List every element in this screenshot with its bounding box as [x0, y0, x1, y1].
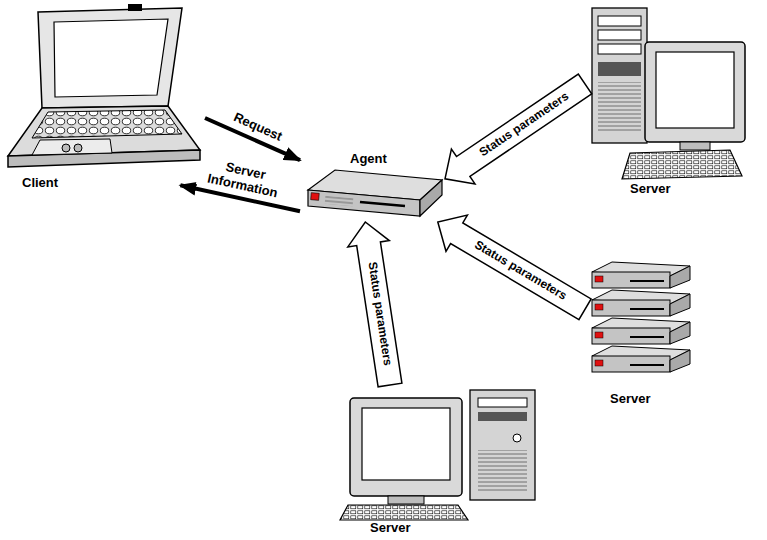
device-label: Agent [350, 152, 387, 167]
laptop-illustration [8, 4, 200, 167]
block-arrow [445, 74, 592, 184]
device-node: Client [0, 0, 205, 195]
device-label: Server [630, 182, 670, 197]
device-node: Agent [300, 150, 445, 222]
edge-label: Status parameters [475, 89, 573, 161]
agent-device [308, 170, 442, 216]
desktop-server-illustration [592, 8, 745, 179]
device-node: Server [585, 255, 695, 410]
edge-label: Status parameters [470, 237, 571, 304]
device-label: Server [610, 392, 650, 407]
device-label: Server [370, 521, 410, 536]
device-label: Client [22, 176, 58, 191]
device-node: Server [585, 0, 750, 200]
block-arrow [348, 222, 402, 387]
block-arrow [438, 215, 591, 320]
device-node: Server [340, 385, 540, 537]
desktop-server-illustration [340, 390, 535, 520]
rack-server-illustration [592, 262, 690, 372]
edge-label: Server Information [196, 154, 292, 203]
